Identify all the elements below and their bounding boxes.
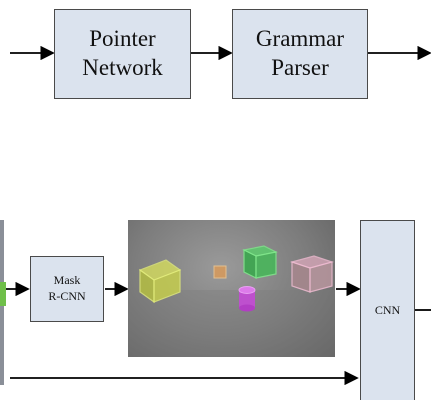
magenta-cylinder-mask — [238, 286, 256, 312]
cropped-input-image-highlight — [0, 282, 6, 306]
yellow-cube-mask — [138, 259, 182, 304]
mask-rcnn-box: Mask R-CNN — [30, 256, 104, 322]
pointer-network-label-1: Pointer — [89, 26, 156, 52]
grammar-parser-box: Grammar Parser — [232, 9, 368, 99]
green-cube-mask — [242, 245, 278, 279]
pointer-network-box: Pointer Network — [54, 9, 191, 99]
mask-rcnn-label-1: Mask — [53, 273, 81, 288]
grammar-parser-label-2: Parser — [271, 55, 329, 80]
pink-cube-mask — [289, 255, 335, 293]
segmented-scene-image — [128, 220, 335, 357]
cnn-box: CNN — [360, 220, 415, 400]
grammar-parser-label-1: Grammar — [255, 26, 345, 52]
cnn-label: CNN — [374, 302, 401, 317]
orange-cube-mask — [213, 265, 227, 279]
pointer-network-label-2: Network — [82, 55, 163, 80]
mask-rcnn-label-2: R-CNN — [48, 289, 86, 303]
